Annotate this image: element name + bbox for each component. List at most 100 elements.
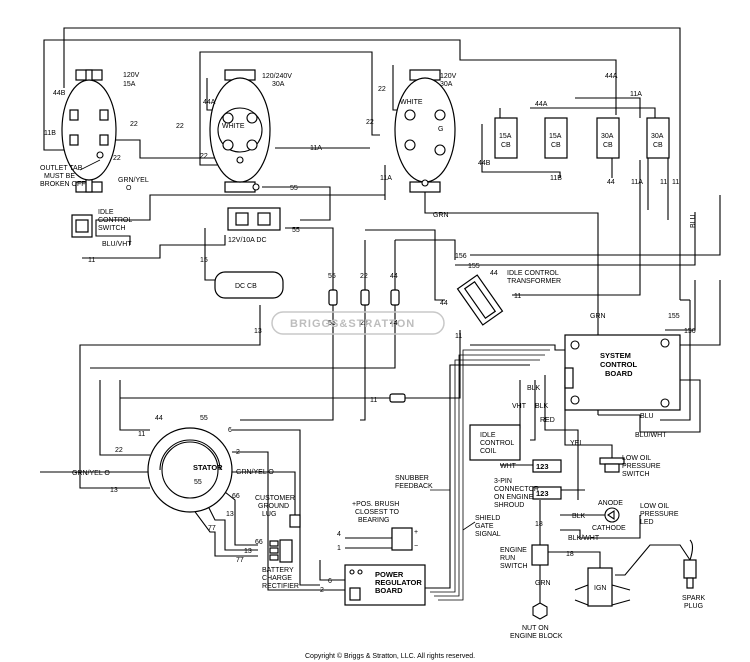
copyright: Copyright © Briggs & Stratton, LLC. All … — [305, 652, 475, 660]
svg-text:4: 4 — [337, 531, 341, 538]
svg-text:55: 55 — [328, 273, 336, 280]
svg-text:BLK/WHT: BLK/WHT — [568, 535, 600, 542]
svg-text:YEL: YEL — [570, 440, 583, 447]
svg-text:44: 44 — [390, 320, 398, 327]
wire-yel — [564, 385, 613, 460]
svg-text:6: 6 — [328, 578, 332, 585]
wire-board-top — [470, 344, 565, 351]
svg-text:BLU: BLU — [640, 413, 654, 420]
svg-text:22: 22 — [366, 119, 374, 126]
svg-text:15A: 15A — [123, 81, 136, 88]
svg-text:POWER: POWER — [375, 570, 404, 579]
svg-text:44: 44 — [490, 270, 498, 277]
svg-text:CONNECTOR: CONNECTOR — [494, 486, 539, 493]
svg-text:13: 13 — [244, 548, 252, 555]
svg-text:CB: CB — [653, 142, 663, 149]
svg-text:BATTERY: BATTERY — [262, 567, 294, 574]
svg-text:CUSTOMER: CUSTOMER — [255, 495, 295, 502]
wire-shield-2 — [434, 354, 545, 597]
svg-text:LUG: LUG — [262, 511, 276, 518]
svg-text:55: 55 — [194, 479, 202, 486]
svg-text:+: + — [414, 529, 418, 536]
stator: STATOR 55 — [147, 427, 233, 513]
svg-text:18: 18 — [566, 551, 574, 558]
svg-text:TRANSFORMER: TRANSFORMER — [507, 278, 561, 285]
wire-44b-cb — [481, 124, 561, 178]
svg-text:44A: 44A — [535, 101, 548, 108]
svg-text:BEARING: BEARING — [358, 517, 390, 524]
wire-155-board — [665, 280, 696, 331]
wire-11-right — [405, 330, 461, 399]
svg-text:55: 55 — [292, 227, 300, 234]
svg-text:SWITCH: SWITCH — [500, 563, 528, 570]
svg-text:11: 11 — [88, 257, 95, 264]
svg-text:MUST BE: MUST BE — [44, 173, 75, 180]
svg-text:ENGINE: ENGINE — [500, 547, 527, 554]
svg-text:G: G — [438, 126, 443, 133]
svg-text:BLK: BLK — [572, 513, 586, 520]
svg-text:15A: 15A — [549, 133, 562, 140]
wire-labels: 44B 11B 22 22 GRN/YEL O 44A 22 22 11A 55… — [44, 73, 697, 594]
svg-text:1: 1 — [337, 545, 341, 552]
svg-text:COIL: COIL — [480, 448, 496, 455]
idle-control-coil: IDLE CONTROL COIL — [469, 424, 521, 461]
svg-text:123: 123 — [536, 462, 549, 471]
svg-text:18: 18 — [535, 521, 543, 528]
svg-text:DC CB: DC CB — [235, 283, 257, 290]
svg-text:11: 11 — [672, 179, 679, 186]
svg-text:RED: RED — [540, 417, 555, 424]
svg-text:13: 13 — [254, 328, 262, 335]
svg-text:SYSTEM: SYSTEM — [600, 351, 631, 360]
svg-text:IDLE: IDLE — [98, 209, 114, 216]
wire-44-to-trans — [395, 239, 456, 260]
svg-text:11A: 11A — [380, 175, 392, 182]
svg-text:CLOSEST TO: CLOSEST TO — [355, 509, 400, 516]
svg-text:11A: 11A — [310, 145, 322, 152]
svg-text:BROKEN OFF: BROKEN OFF — [40, 181, 86, 188]
dc-breaker-12v-10a: 12V/10A DC — [227, 207, 281, 244]
svg-text:30A: 30A — [651, 133, 664, 140]
svg-text:WHITE: WHITE — [400, 99, 423, 106]
svg-text:66: 66 — [232, 493, 240, 500]
spark-plug: SPARK PLUG — [682, 539, 706, 610]
wire-22-to-trans — [365, 229, 445, 301]
svg-text:44: 44 — [440, 300, 448, 307]
svg-text:22: 22 — [378, 86, 386, 93]
wire-15 — [204, 228, 215, 281]
svg-text:GRN: GRN — [535, 580, 551, 587]
svg-text:44: 44 — [607, 179, 615, 186]
svg-text:11: 11 — [370, 397, 377, 404]
wire-66 — [224, 491, 258, 546]
idle-control-switch[interactable]: IDLE CONTROL SWITCH — [71, 209, 132, 238]
three-pin-connector: 123 123 3-PIN CONNECTOR ON ENGINE SHROUD — [494, 459, 562, 509]
engine-run-switch[interactable]: ENGINE RUN SWITCH — [500, 544, 549, 570]
wire-18 — [548, 551, 601, 568]
svg-text:GRN/YEL: GRN/YEL — [118, 177, 149, 184]
svg-text:SWITCH: SWITCH — [98, 225, 126, 232]
svg-text:15: 15 — [200, 257, 208, 264]
svg-text:155: 155 — [668, 313, 680, 320]
svg-text:VHT: VHT — [512, 403, 527, 410]
svg-text:SIGNAL: SIGNAL — [475, 531, 501, 538]
svg-text:IDLE: IDLE — [480, 432, 496, 439]
wire-4 — [345, 528, 393, 539]
svg-text:55: 55 — [290, 185, 298, 192]
wire-6 — [232, 429, 320, 586]
svg-text:55: 55 — [200, 415, 208, 422]
svg-text:44: 44 — [155, 415, 163, 422]
svg-text:11: 11 — [514, 293, 521, 300]
svg-text:6: 6 — [228, 427, 232, 434]
wire-44a-cb2 — [575, 97, 641, 118]
wire-11b-left — [43, 134, 68, 151]
svg-text:FEEDBACK: FEEDBACK — [395, 483, 433, 490]
svg-text:12V/10A DC: 12V/10A DC — [228, 237, 267, 244]
low-oil-pressure-switch: LOW OIL PRESSURE SWITCH — [599, 455, 661, 478]
svg-text:11A: 11A — [631, 179, 643, 186]
svg-text:44: 44 — [390, 273, 398, 280]
svg-text:BLK: BLK — [527, 385, 541, 392]
svg-text:−: − — [414, 543, 418, 550]
svg-text:120/240V: 120/240V — [262, 73, 292, 80]
svg-text:PRESSURE: PRESSURE — [622, 463, 661, 470]
svg-text:156: 156 — [684, 328, 696, 335]
svg-text:WHITE: WHITE — [222, 123, 245, 130]
